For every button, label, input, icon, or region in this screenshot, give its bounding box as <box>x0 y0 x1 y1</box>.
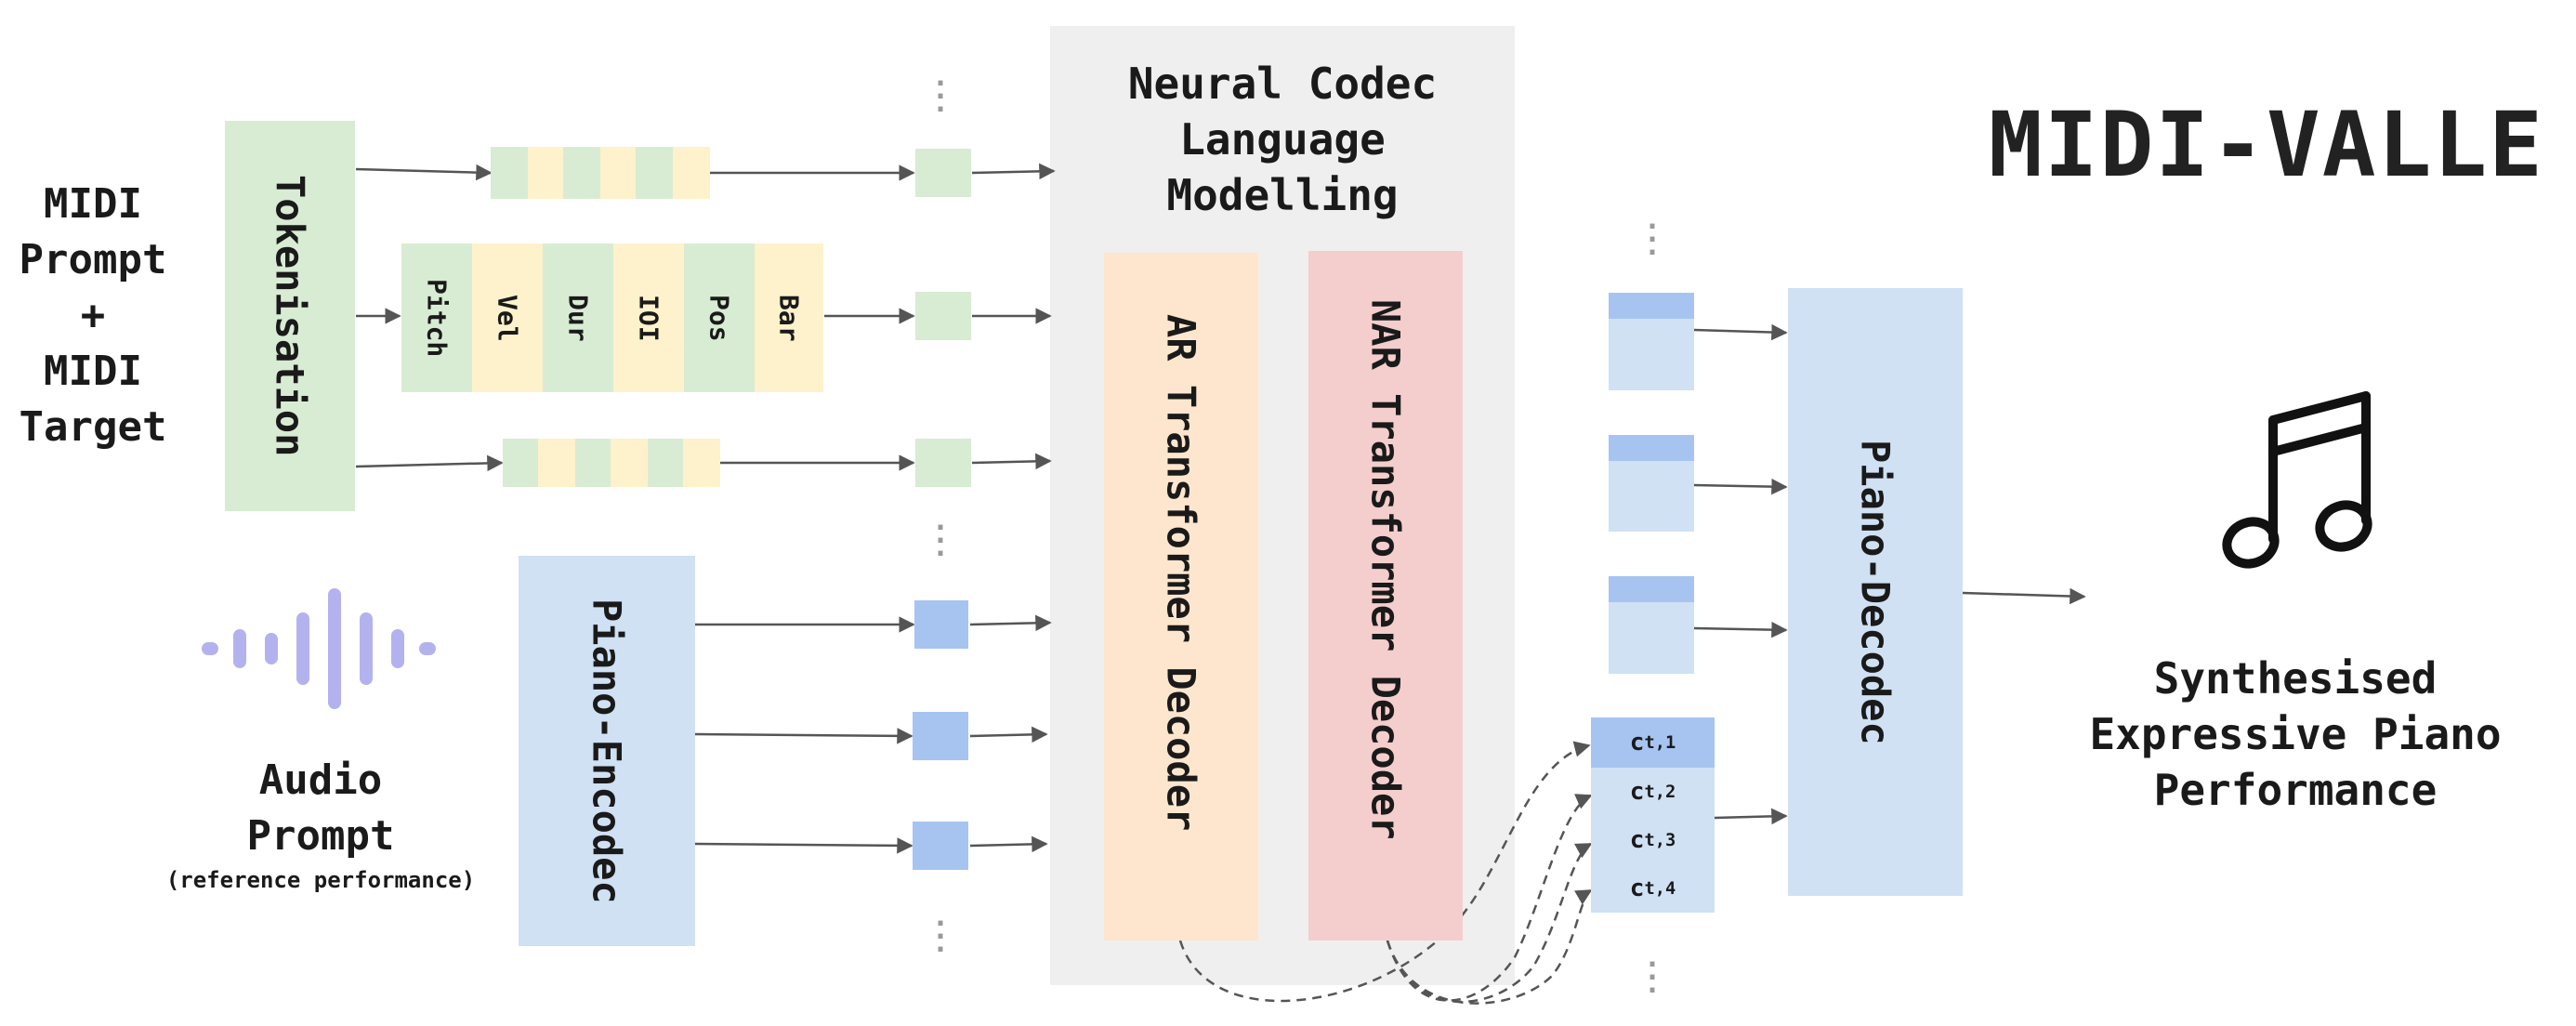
midi-token <box>673 147 710 199</box>
midi-token <box>648 439 683 487</box>
midi-token <box>491 147 528 199</box>
midi-token <box>611 439 648 487</box>
midi-label-line: Target <box>19 403 167 451</box>
midi-label-line: Prompt <box>19 236 167 283</box>
codec-frame <box>1609 293 1694 390</box>
midi-token-sequence-top <box>491 147 710 199</box>
nar-decoder-label: NAR Transformer Decoder <box>1362 299 1409 840</box>
vertical-ellipsis-icon: ··· <box>931 908 950 967</box>
tokenisation-block: Tokenisation <box>225 121 355 511</box>
audio-label-line: Audio <box>258 756 383 804</box>
midi-token <box>538 439 575 487</box>
diagram-title: MIDI-VALLE <box>1989 93 2544 197</box>
token-field-bar: Bar <box>755 243 823 392</box>
audio-waveform-icon <box>202 588 436 709</box>
midi-token <box>563 147 600 199</box>
solid-arrows <box>355 163 2086 854</box>
midi-token-fields: Pitch Vel Dur IOI Pos Bar <box>401 243 823 392</box>
midi-token-sequence-bottom <box>503 439 720 487</box>
midi-label-line: + <box>80 292 106 339</box>
piano-encodec-label: Piano-Encodec <box>584 598 630 904</box>
output-label: Synthesised Expressive Piano Performance <box>2044 651 2546 818</box>
piano-decodec-block: Piano-Decodec <box>1788 288 1963 896</box>
output-label-line: Synthesised <box>2153 653 2438 704</box>
nclm-heading-line: Language <box>1179 114 1386 164</box>
ar-transformer-decoder: AR Transformer Decoder <box>1104 253 1258 940</box>
nclm-heading: Neural Codec Language Modelling <box>1050 56 1515 223</box>
midi-token-input <box>915 292 971 340</box>
vertical-ellipsis-icon: ··· <box>1643 949 1662 1007</box>
vertical-ellipsis-icon: ··· <box>931 68 950 126</box>
midi-label-line: MIDI <box>44 180 142 228</box>
nclm-heading-line: Modelling <box>1166 170 1399 220</box>
token-field-vel: Vel <box>472 243 543 392</box>
vertical-ellipsis-icon: ··· <box>931 512 950 571</box>
tokenisation-label: Tokenisation <box>267 175 313 457</box>
midi-token <box>575 439 611 487</box>
midi-token-input <box>915 439 971 487</box>
dashed-arrows <box>1178 741 1593 1005</box>
codec-frame <box>1609 435 1694 532</box>
codec-frame <box>1609 576 1694 674</box>
midi-token <box>528 147 563 199</box>
output-label-line: Expressive Piano <box>2089 709 2502 759</box>
piano-encodec-block: Piano-Encodec <box>519 556 695 946</box>
nar-transformer-decoder: NAR Transformer Decoder <box>1308 251 1463 940</box>
token-field-dur: Dur <box>543 243 613 392</box>
audio-token-input <box>913 712 968 760</box>
audio-prompt-label: Audio Prompt (reference performance) <box>130 753 511 894</box>
midi-token <box>600 147 636 199</box>
audio-label-line: Prompt <box>246 812 395 860</box>
midi-label-line: MIDI <box>44 348 142 395</box>
midi-token <box>683 439 720 487</box>
midi-input-label: MIDI Prompt + MIDI Target <box>0 177 186 455</box>
midi-token <box>503 439 538 487</box>
vertical-ellipsis-icon: ··· <box>1643 211 1662 270</box>
midi-token-input <box>915 149 971 197</box>
music-note-icon <box>2222 391 2372 569</box>
audio-token-input <box>914 600 968 649</box>
output-label-line: Performance <box>2153 765 2438 815</box>
codec-frame-first-code <box>1609 435 1694 461</box>
audio-token-input <box>913 822 968 870</box>
token-field-ioi: IOI <box>613 243 684 392</box>
codec-frame-first-code <box>1609 293 1694 319</box>
piano-decodec-label: Piano-Decodec <box>1852 439 1899 745</box>
token-field-pitch: Pitch <box>401 243 472 392</box>
token-field-pos: Pos <box>684 243 755 392</box>
ar-decoder-label: AR Transformer Decoder <box>1158 314 1204 832</box>
audio-prompt-note: (reference performance) <box>165 867 476 893</box>
codec-frame-first-code <box>1609 576 1694 602</box>
midi-token <box>636 147 673 199</box>
nclm-heading-line: Neural Codec <box>1127 59 1438 109</box>
